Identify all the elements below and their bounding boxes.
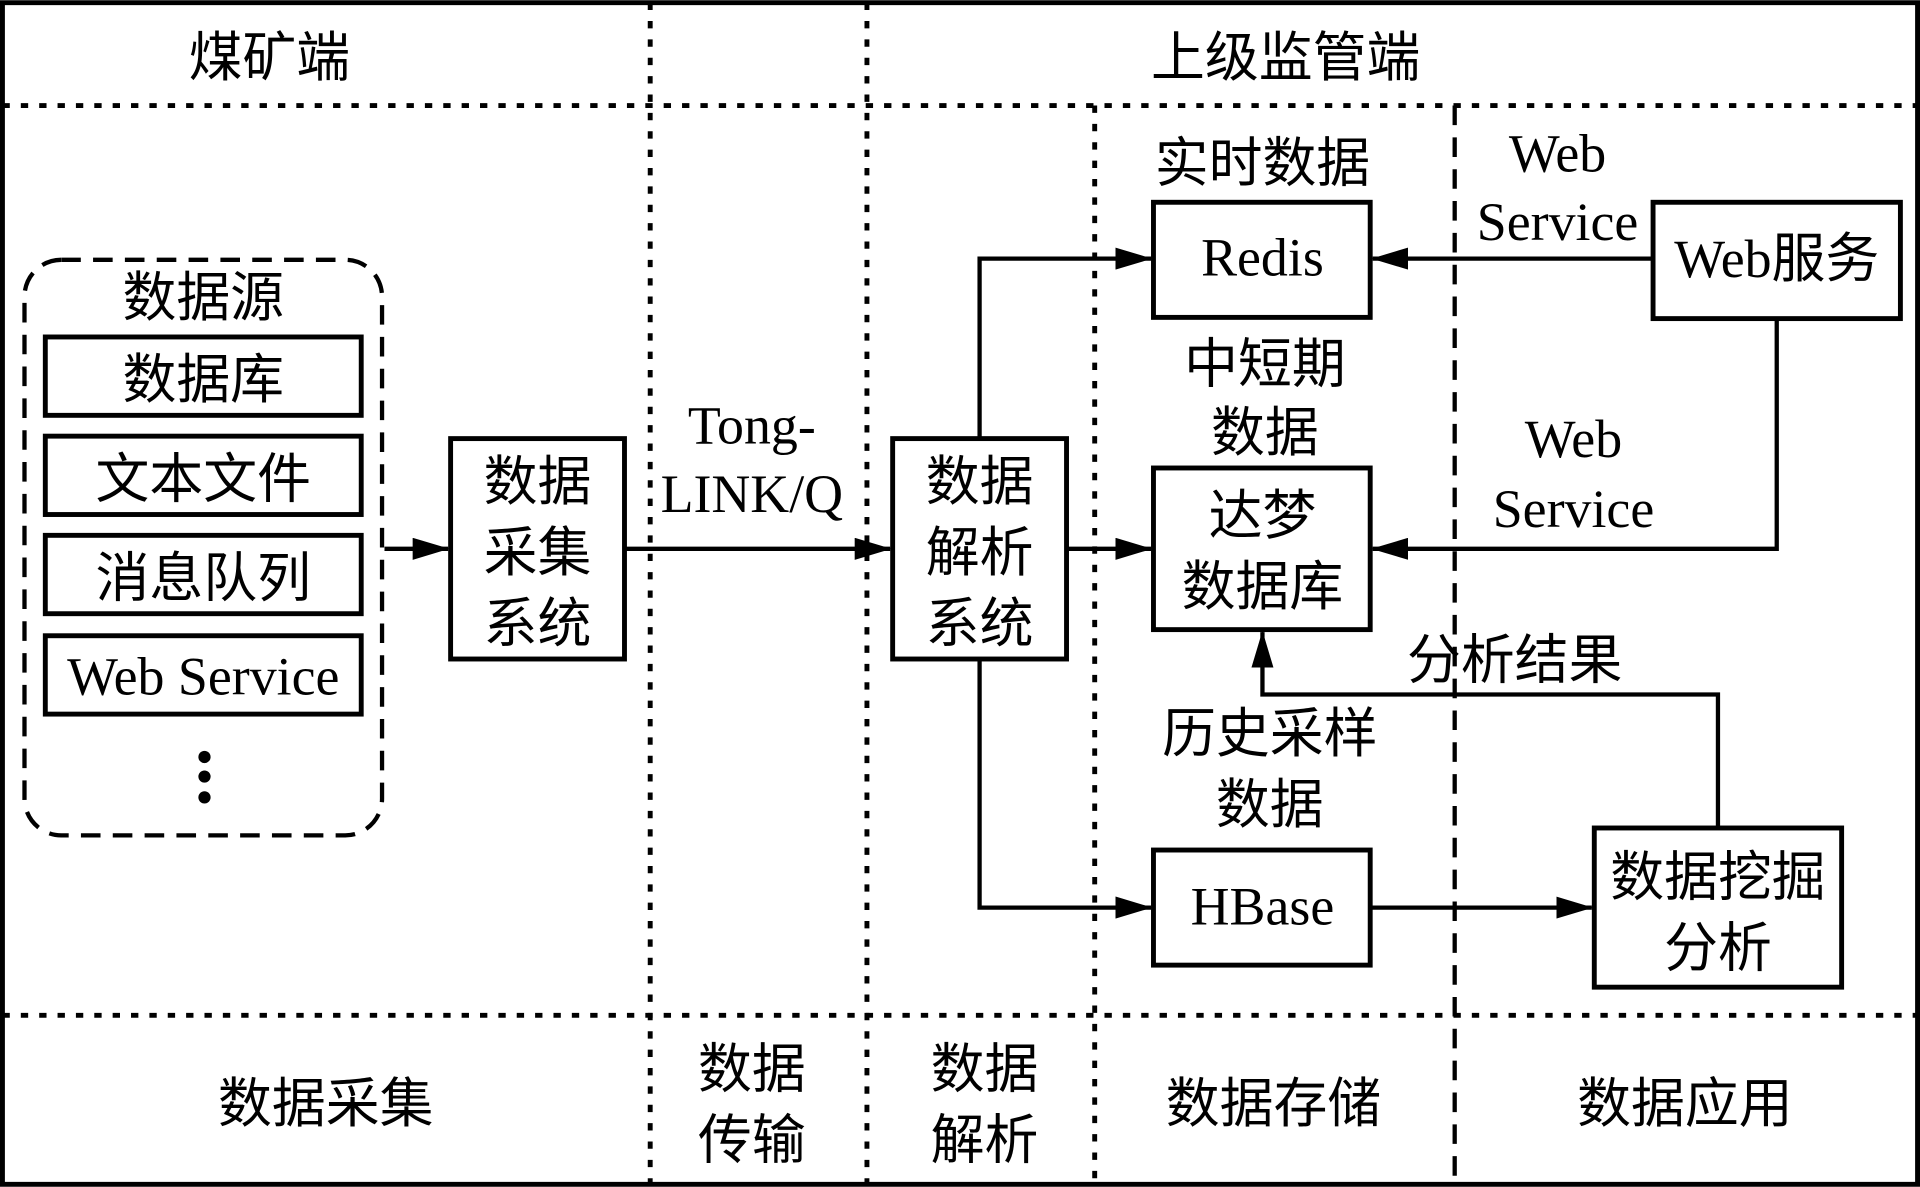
source-label: 消息队列: [96, 547, 311, 610]
collect-line-1: 数据: [484, 450, 592, 513]
hbase-label: HBase: [1191, 877, 1335, 937]
collect-line-3: 系统: [484, 592, 592, 655]
ws-top-label-line-1: Web: [1509, 124, 1606, 184]
dameng-db-box[interactable]: 达梦 数据库: [1151, 465, 1373, 633]
source-item-message-queue[interactable]: 消息队列: [42, 532, 364, 617]
arrow-parse-to-redis: [977, 247, 1153, 439]
hbase-box[interactable]: HBase: [1151, 847, 1373, 968]
parse-system-box[interactable]: 数据 解析 系统: [890, 436, 1069, 662]
ws-mid-label-line-2: Service: [1493, 479, 1654, 539]
redis-caption: 实时数据: [1155, 131, 1370, 194]
ws-top-label-line-2: Service: [1477, 192, 1639, 252]
stage-transport-line-2: 传输: [698, 1109, 806, 1172]
transport-label-line-2: LINK/Q: [661, 464, 844, 524]
transport-label-line-1: Tong-: [688, 396, 816, 456]
source-label: Web Service: [67, 647, 339, 707]
stage-collect: 数据采集: [218, 1072, 433, 1135]
ellipsis-icon: [198, 750, 211, 804]
parse-line-2: 解析: [926, 521, 1034, 584]
arrow-parse-to-hbase: [977, 659, 1153, 919]
data-mining-box[interactable]: 数据挖掘 分析: [1591, 825, 1845, 990]
web-service-box[interactable]: Web服务: [1650, 199, 1903, 322]
header-supervisor: 上级监管端: [1151, 26, 1420, 89]
data-source-group: [22, 257, 385, 838]
collect-line-2: 采集: [484, 521, 592, 584]
hbase-caption-line-1: 历史采样: [1162, 702, 1377, 765]
source-item-web-service[interactable]: Web Service: [42, 633, 364, 717]
source-label: 文本文件: [96, 447, 311, 510]
mining-line-2: 分析: [1664, 916, 1772, 979]
source-item-text-file[interactable]: 文本文件: [42, 433, 364, 517]
web-service-label: Web服务: [1674, 229, 1879, 289]
stage-parse-line-2: 解析: [931, 1109, 1039, 1172]
parse-line-3: 系统: [926, 592, 1034, 655]
mining-line-1: 数据挖掘: [1610, 845, 1825, 908]
stage-transport-line-1: 数据: [698, 1038, 806, 1101]
arrow-mining-to-dameng: [1251, 630, 1721, 828]
stage-storage: 数据存储: [1166, 1072, 1381, 1135]
dameng-caption-line-1: 中短期: [1184, 332, 1346, 395]
hbase-caption-line-2: 数据: [1216, 773, 1324, 836]
redis-label: Redis: [1201, 228, 1324, 288]
dameng-line-1: 达梦: [1209, 484, 1317, 547]
header-coal-mine: 煤矿端: [189, 26, 351, 89]
source-label: 数据库: [122, 348, 284, 411]
data-source-title: 数据源: [122, 266, 284, 329]
stage-application: 数据应用: [1577, 1072, 1792, 1135]
redis-box[interactable]: Redis: [1151, 199, 1373, 320]
stage-parse-line-1: 数据: [931, 1038, 1039, 1101]
dameng-line-2: 数据库: [1182, 555, 1344, 618]
arrow-web-to-dameng: [1371, 318, 1779, 560]
dameng-caption-line-2: 数据: [1211, 401, 1319, 464]
collect-system-box[interactable]: 数据 采集 系统: [448, 436, 627, 662]
source-item-database[interactable]: 数据库: [42, 334, 364, 418]
parse-line-1: 数据: [926, 450, 1034, 513]
analysis-result-label: 分析结果: [1407, 629, 1622, 692]
ws-mid-label-line-1: Web: [1525, 409, 1622, 469]
